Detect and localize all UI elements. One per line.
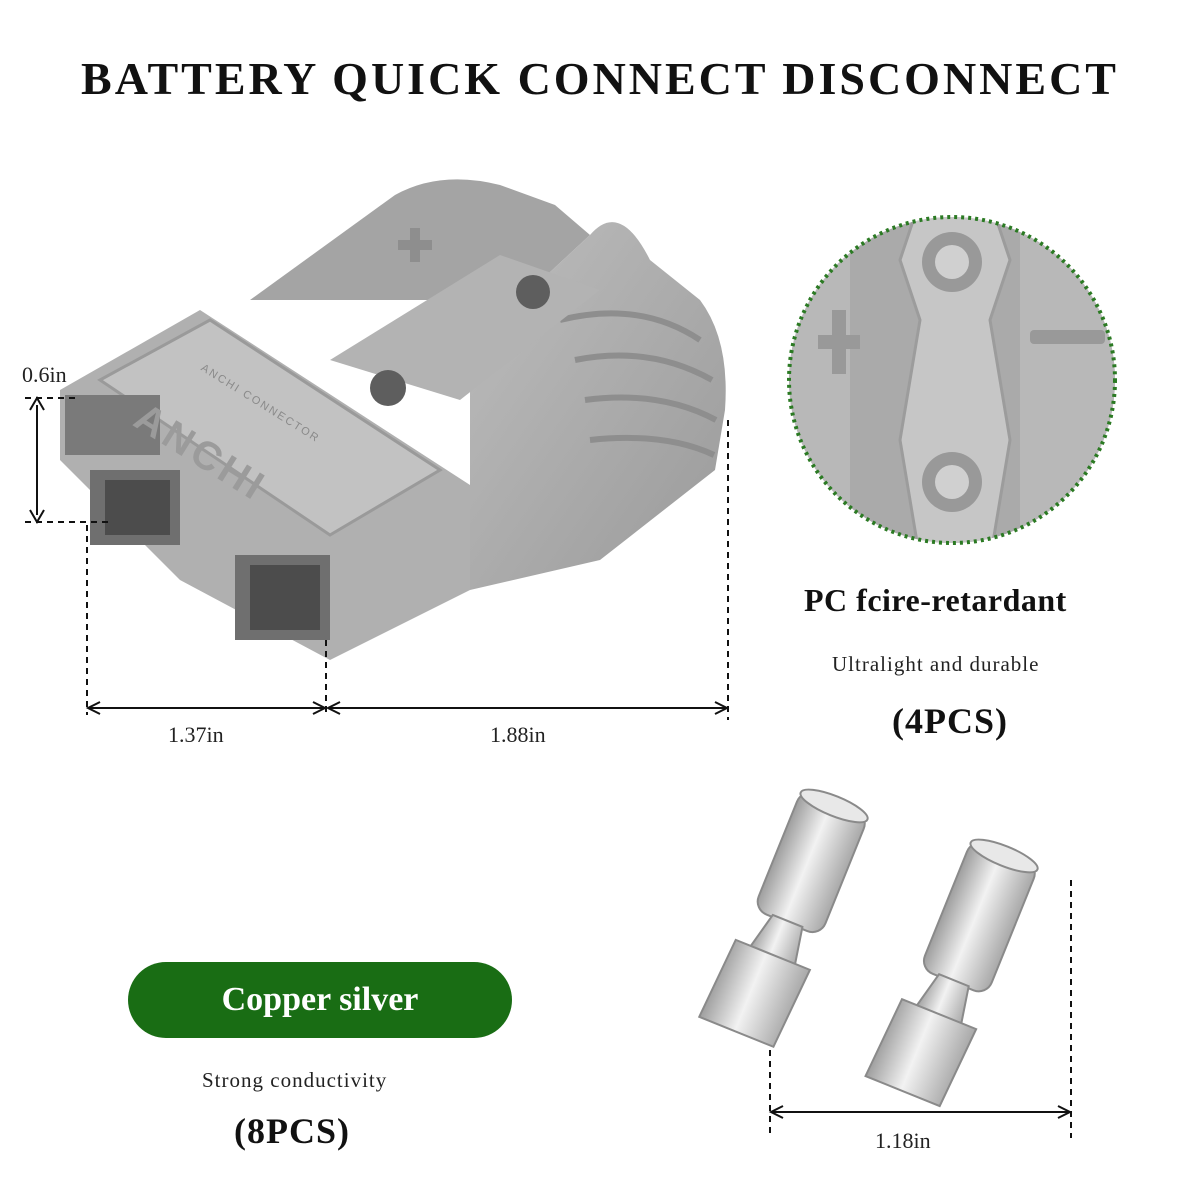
page-title: BATTERY QUICK CONNECT DISCONNECT: [81, 53, 1119, 104]
housing-dimension-lines: [25, 396, 730, 720]
length-dimension-label: 1.88in: [490, 722, 546, 747]
width-dimension-label: 1.37in: [168, 722, 224, 747]
connector-housing-image: [60, 179, 726, 660]
terminal-material-badge: Copper silver: [128, 962, 512, 1038]
terminal-dimension-lines: [768, 880, 1073, 1138]
terminal-feature-subtitle: Strong conductivity: [202, 1068, 388, 1092]
housing-feature-subtitle: Ultralight and durable: [832, 652, 1040, 676]
housing-feature-title: PC fcire-retardant: [804, 582, 1067, 618]
terminal-length-label: 1.18in: [875, 1128, 931, 1153]
terminals-image: [697, 788, 1039, 1108]
housing-quantity: (4PCS): [892, 701, 1008, 741]
terminal-quantity: (8PCS): [234, 1111, 350, 1151]
material-closeup-circle: [787, 215, 1117, 545]
height-dimension-label: 0.6in: [22, 362, 67, 387]
